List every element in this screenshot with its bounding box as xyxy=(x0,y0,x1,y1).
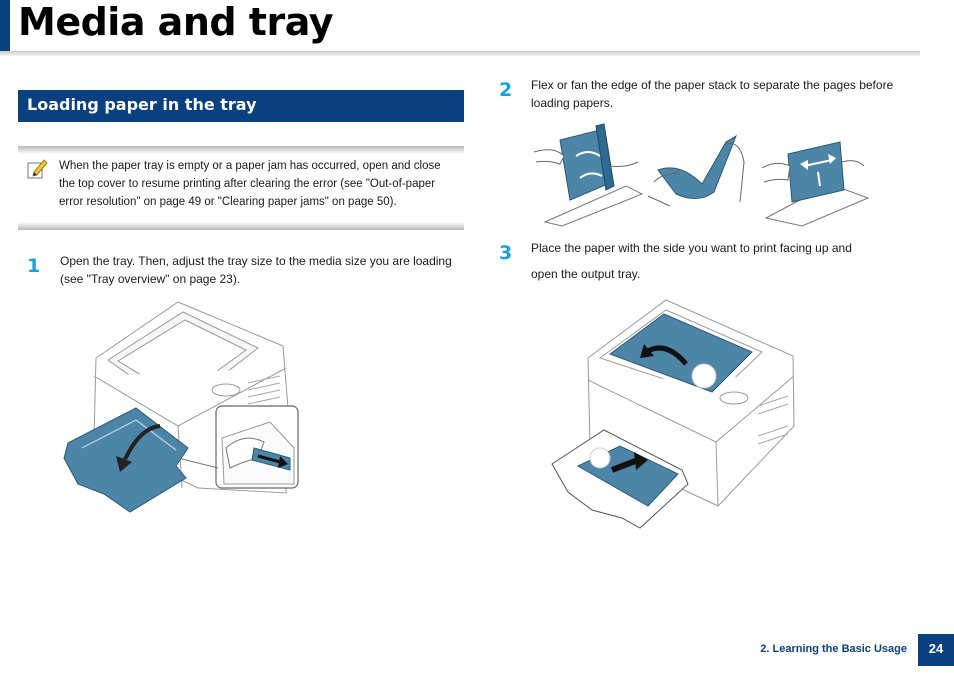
step-3-text: Place the paper with the side you want t… xyxy=(531,239,931,283)
step-3-line: open the output tray. xyxy=(531,267,641,281)
step-3-number: 3 xyxy=(499,242,513,264)
note-line: the top cover to resume printing after c… xyxy=(59,178,436,190)
step-2-number: 2 xyxy=(499,79,513,101)
note-line: error resolution" on page 49 or "Clearin… xyxy=(59,196,397,208)
step-1-line: (see "Tray overview" on page 23). xyxy=(60,272,241,286)
note-text: When the paper tray is empty or a paper … xyxy=(59,157,464,211)
note-bottom-border xyxy=(18,222,464,230)
title-accent-bar xyxy=(0,0,10,52)
step-2-line: loading papers. xyxy=(531,96,614,110)
note-line: When the paper tray is empty or a paper … xyxy=(59,160,441,172)
step-2-text: Flex or fan the edge of the paper stack … xyxy=(531,76,931,112)
load-paper-illustration xyxy=(551,299,795,529)
title-divider xyxy=(0,51,920,56)
step-3-line: Place the paper with the side you want t… xyxy=(531,241,852,255)
page-number: 24 xyxy=(918,634,954,666)
step-2-line: Flex or fan the edge of the paper stack … xyxy=(531,78,894,92)
pencil-note-icon xyxy=(27,159,48,179)
footer-section-title: 2. Learning the Basic Usage xyxy=(760,643,907,655)
section-header: Loading paper in the tray xyxy=(18,90,464,122)
note-top-border xyxy=(18,146,464,154)
note-box: When the paper tray is empty or a paper … xyxy=(18,146,464,230)
step-1-number: 1 xyxy=(27,255,41,277)
step-1-text: Open the tray. Then, adjust the tray siz… xyxy=(60,252,470,288)
step-1-line: Open the tray. Then, adjust the tray siz… xyxy=(60,254,452,268)
fan-paper-illustration xyxy=(533,123,870,227)
open-tray-illustration xyxy=(63,301,299,513)
page-title: Media and tray xyxy=(18,0,333,44)
